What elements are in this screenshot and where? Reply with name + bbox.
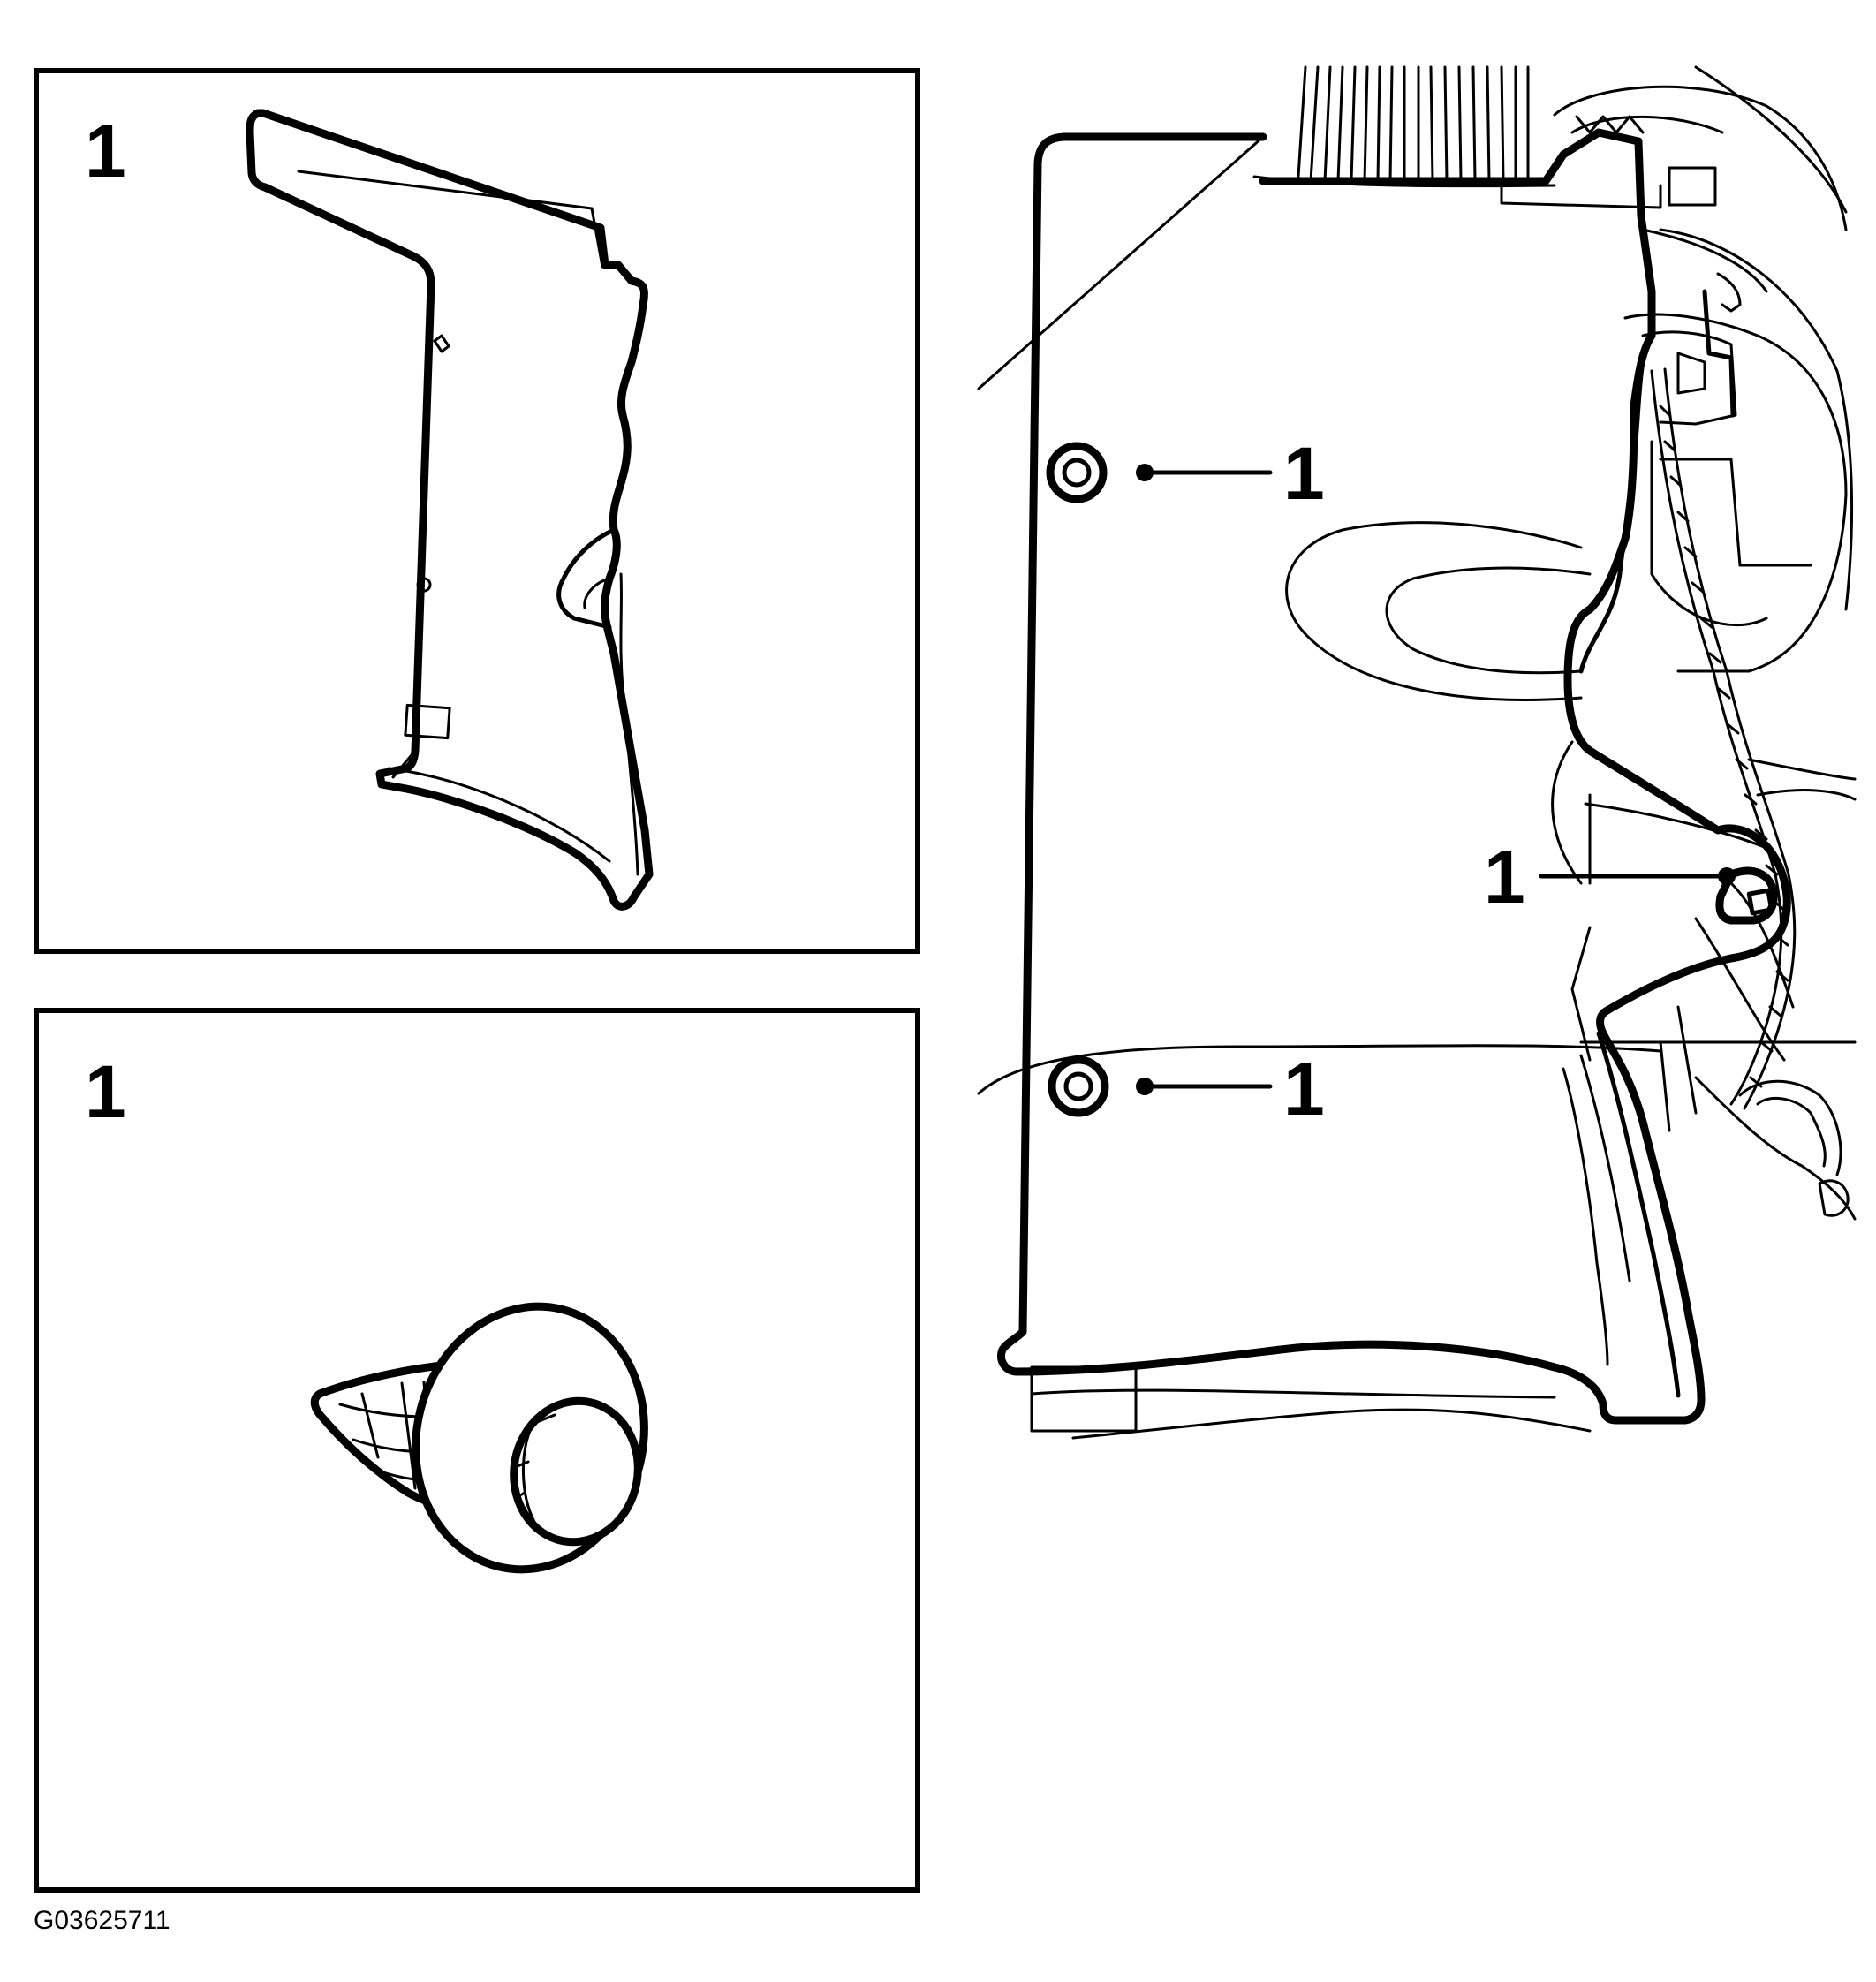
trim-panel-drawing [246, 109, 654, 911]
inset-frame-bottom [34, 1008, 920, 1893]
callout-dot [1718, 867, 1736, 885]
inset-clip-callout: 1 [85, 1050, 126, 1133]
callout-1-right: 1 [1484, 836, 1736, 919]
trim-panel-label [1030, 1365, 1138, 1433]
inset-trim-panel-callout: 1 [85, 110, 126, 193]
callout-label: 1 [1283, 432, 1325, 515]
push-pin-clip-drawing [310, 1302, 648, 1574]
callout-1-lower: 1 [1136, 1048, 1325, 1131]
inset-trim-panel: 1 [34, 68, 920, 954]
body-structure-background [1252, 65, 1857, 1221]
inset-clip: 1 [34, 1008, 920, 1893]
clip-upper [1046, 442, 1108, 503]
panel-clips [1046, 442, 1109, 1117]
wiring-harness [1650, 289, 1797, 1110]
quarter-trim-panel [977, 128, 1791, 1440]
callout-label: 1 [1283, 1048, 1325, 1131]
main-view: 1 1 1 [977, 65, 1857, 1440]
clip-lower [1048, 1055, 1109, 1117]
inset-frame-top [34, 68, 920, 954]
callout-1-upper: 1 [1136, 432, 1325, 515]
figure-id: G03625711 [34, 1906, 170, 1935]
callout-label: 1 [1484, 836, 1525, 919]
